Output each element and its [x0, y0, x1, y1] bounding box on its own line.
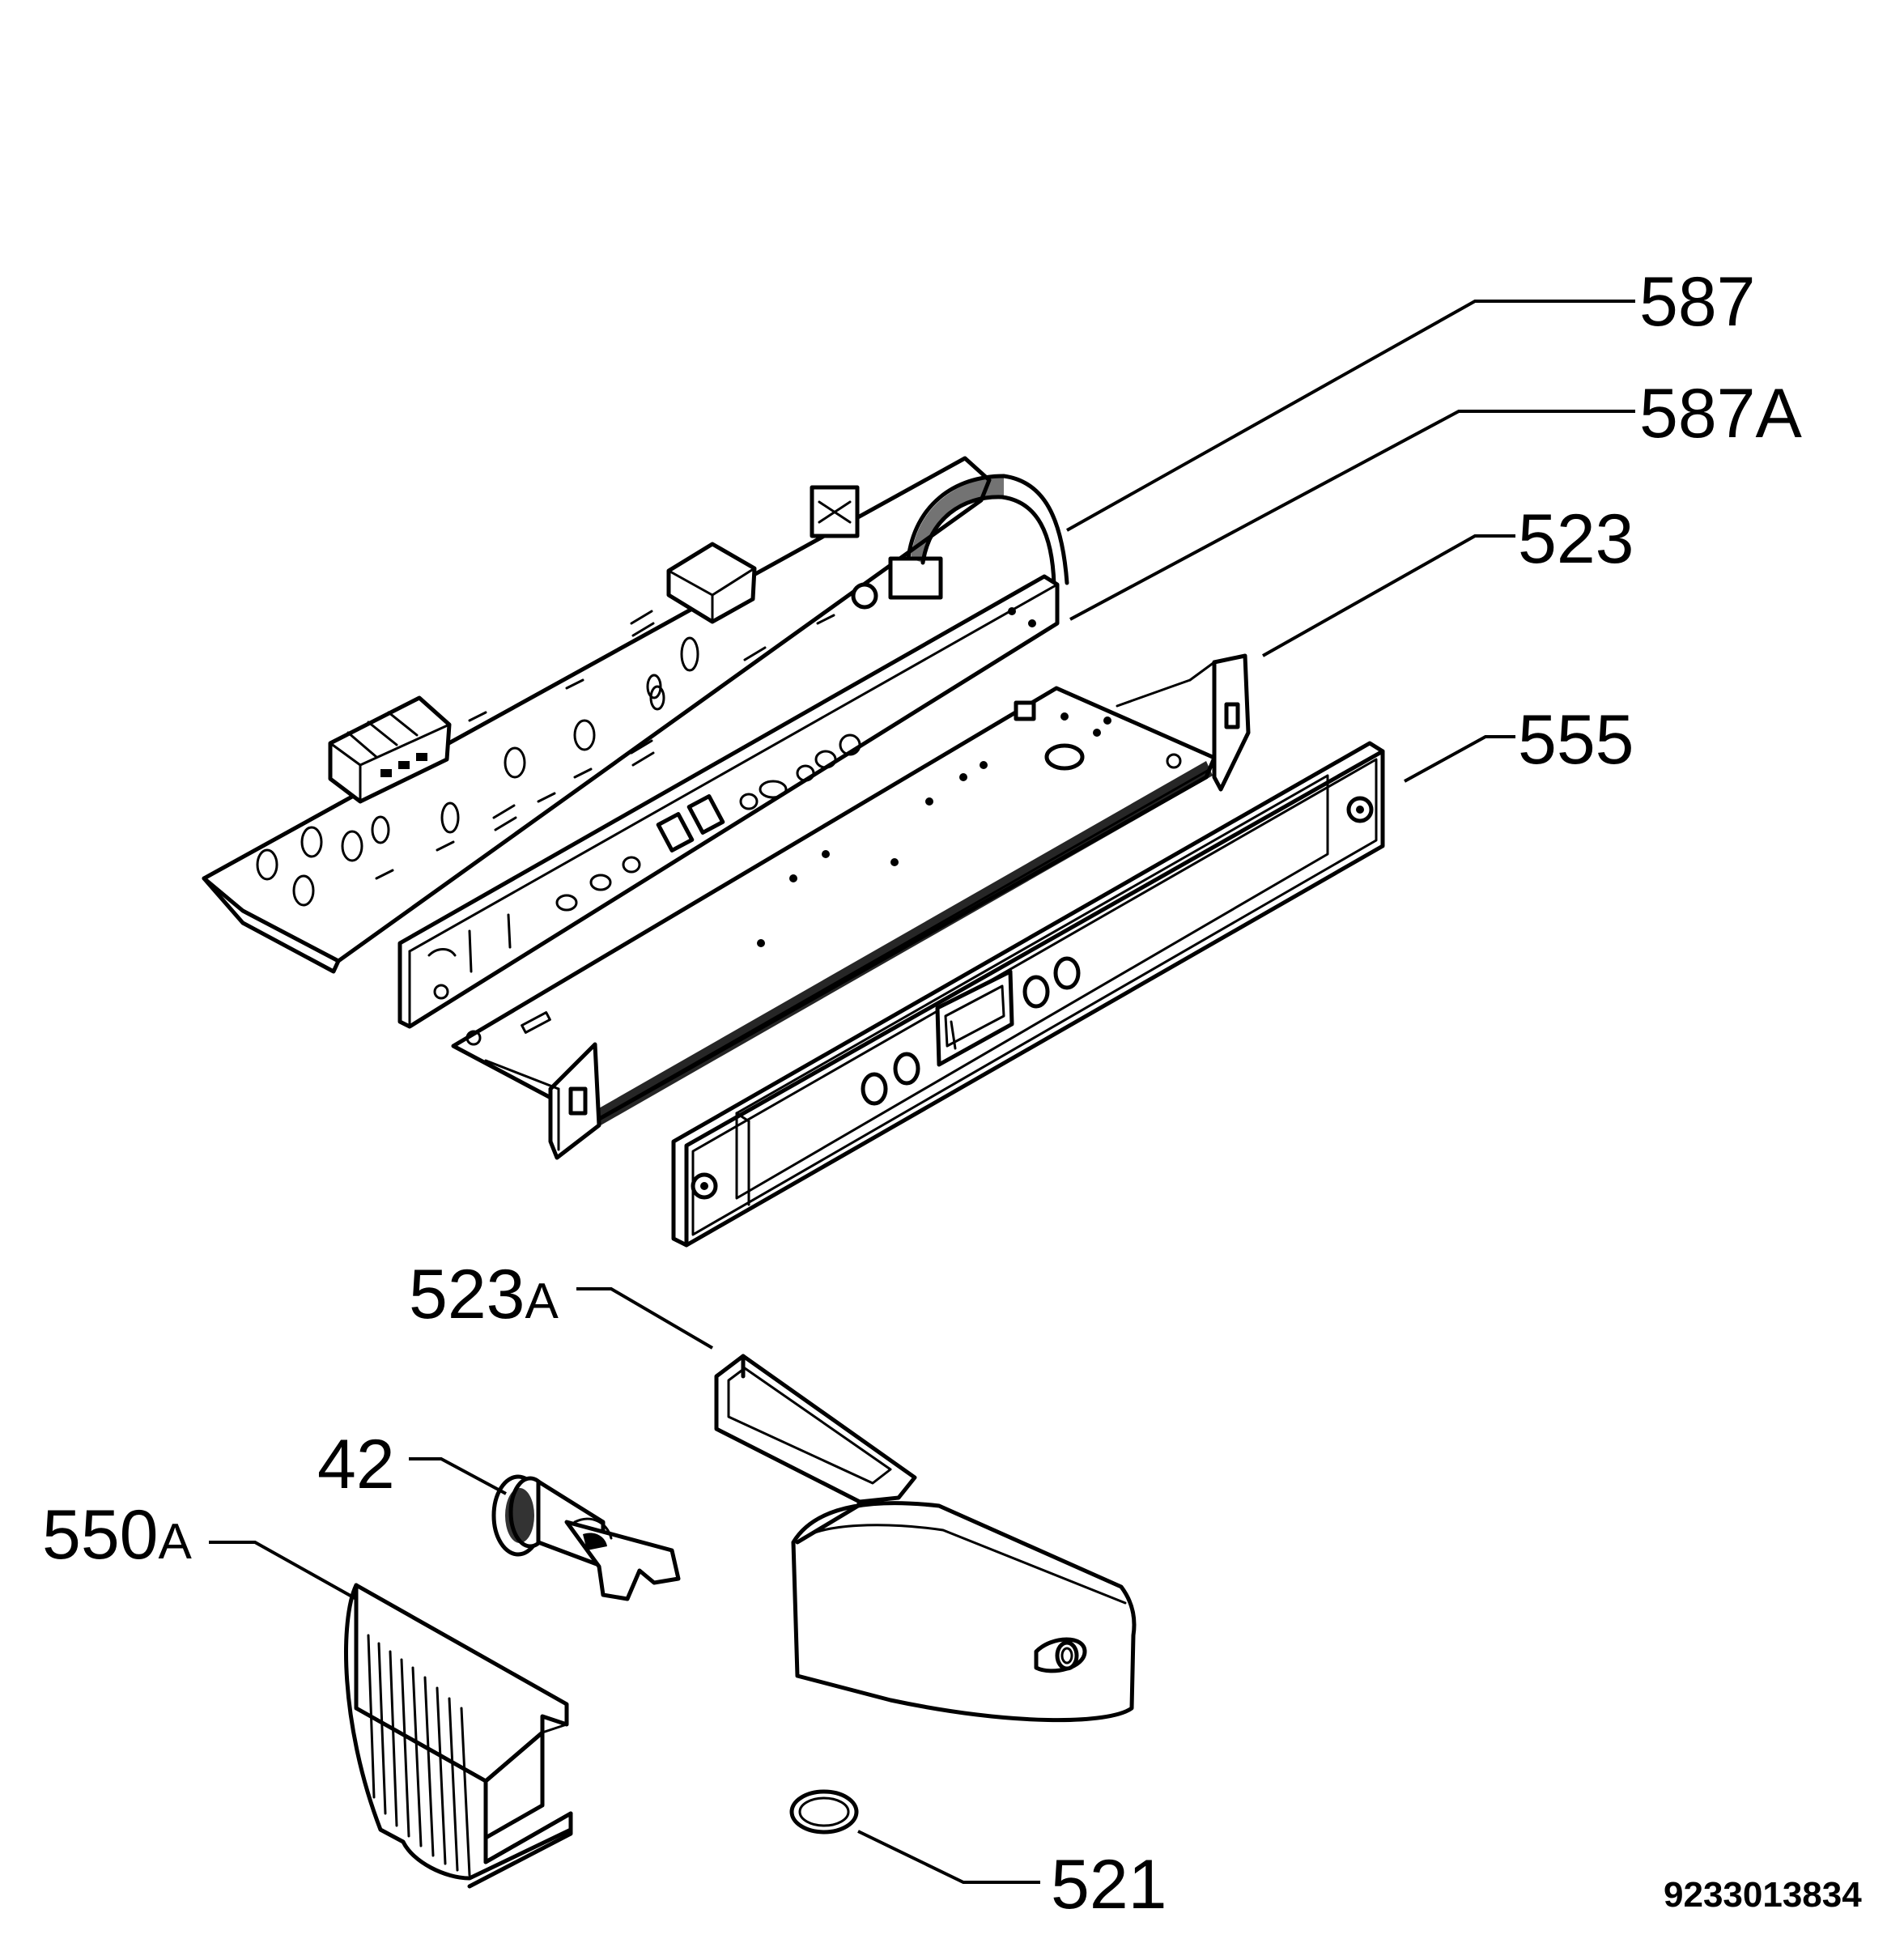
- document-number: 9233013834: [1664, 1875, 1862, 1915]
- part-587a-strip: [397, 574, 1060, 1029]
- label-587a: 587A: [1639, 375, 1803, 453]
- part-42-lamp-socket: [491, 1474, 681, 1601]
- label-550a: 550A: [42, 1496, 193, 1574]
- label-523a: 523A: [409, 1256, 559, 1333]
- connector-top: [666, 542, 757, 624]
- part-587-pcb: [202, 456, 1069, 974]
- label-555: 555: [1518, 701, 1634, 779]
- label-523: 523: [1518, 500, 1634, 578]
- connector-block-left: [328, 695, 452, 804]
- label-521: 521: [1051, 1846, 1167, 1924]
- label-42: 42: [317, 1426, 395, 1503]
- connector-right: [810, 485, 943, 610]
- ribbon-cable: [906, 474, 1069, 587]
- panel-buttons: [861, 956, 1081, 1106]
- part-523a-housing: [714, 1354, 1137, 1723]
- label-587: 587: [1639, 263, 1756, 341]
- part-555-front-panel: [671, 741, 1385, 1248]
- part-523-bracket: [451, 653, 1251, 1160]
- part-labels: 587 587A 523 555 523A 42 550A 521 923301…: [42, 263, 1862, 1924]
- part-550a-cap: [344, 1583, 573, 1889]
- cap-ribs: [367, 1634, 471, 1877]
- part-521-ring: [789, 1789, 859, 1835]
- pcb-components: [256, 610, 835, 907]
- leader-lines: [209, 300, 1635, 1884]
